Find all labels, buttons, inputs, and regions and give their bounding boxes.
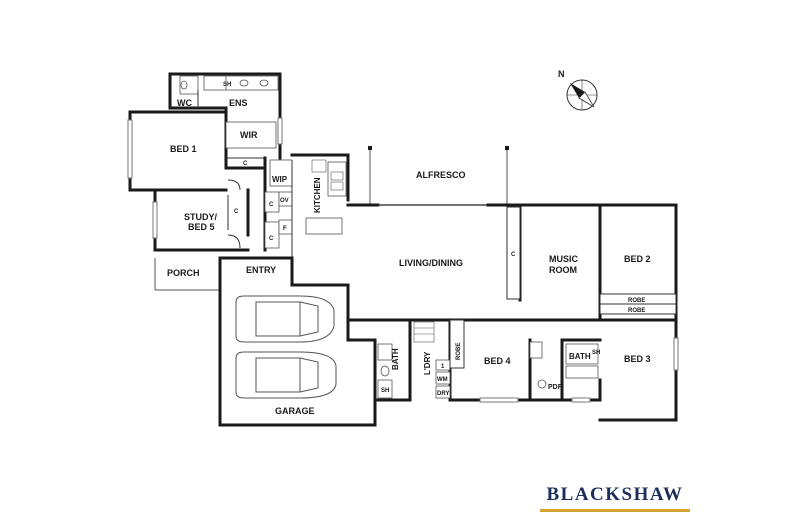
oven-label: OV xyxy=(280,198,289,204)
brand-logo: BLACKSHAW xyxy=(546,484,684,505)
fridge-label: F xyxy=(283,226,287,232)
kitchen-label: KITCHEN xyxy=(313,177,322,213)
brand-underline xyxy=(540,509,690,512)
laundry-tub-label: 1 xyxy=(441,364,445,370)
living-cupboard-label: C xyxy=(511,252,516,258)
study-label-1: STUDY/ xyxy=(184,212,218,222)
wip-label: WIP xyxy=(272,175,288,184)
music-label-1: MUSIC xyxy=(549,254,579,264)
alfresco-label: ALFRESCO xyxy=(416,170,466,180)
bed3-robe-label: ROBE xyxy=(628,308,645,314)
bed4-robe-label: ROBE xyxy=(456,343,462,360)
ens-shower-label: SH xyxy=(223,82,231,88)
ensuite-wc-block: WC ENS SH xyxy=(168,72,282,110)
dryer-label: DRY xyxy=(437,391,449,397)
garage-label: GARAGE xyxy=(275,406,315,416)
study-label-2: BED 5 xyxy=(188,222,215,232)
study-zone: STUDY/ BED 5 C xyxy=(152,188,250,252)
garage-zone: GARAGE xyxy=(218,283,377,427)
kitchen-zone: WIP C C OV F KITCHEN xyxy=(263,153,350,258)
ens-label: ENS xyxy=(229,98,248,108)
alfresco-zone: ALFRESCO xyxy=(368,146,509,205)
hall-cupboard-2-label: C xyxy=(269,236,274,242)
bed4-label: BED 4 xyxy=(484,356,511,366)
bed2-label: BED 2 xyxy=(624,254,651,264)
pdr-label: PDR xyxy=(548,384,563,391)
porch-label: PORCH xyxy=(167,268,200,278)
study-cupboard-label: C xyxy=(234,209,239,215)
north-arrow-icon: N xyxy=(558,69,598,111)
bed2-robe-label: ROBE xyxy=(628,298,645,304)
wc-label: WC xyxy=(177,98,192,108)
washing-machine-label: WM xyxy=(437,377,448,383)
bath-laundry-zone: SH BATH 1 WM DRY L'DRY ROBE BED 4 xyxy=(373,318,602,403)
main-walls: ROBE ROBE C PORCH ENTRY LIVING/DINING MU… xyxy=(154,203,679,422)
laundry-label: L'DRY xyxy=(423,351,432,375)
entry-label: ENTRY xyxy=(246,265,276,275)
bath-left-shower-label: SH xyxy=(381,388,389,394)
bed3-label: BED 3 xyxy=(624,354,651,364)
bed1-cupboard-label: C xyxy=(243,161,248,167)
bath-right-shower-label: SH xyxy=(592,350,600,356)
wir-label: WIR xyxy=(240,130,258,140)
hall-cupboard-1-label: C xyxy=(269,202,274,208)
bath-right-label: BATH xyxy=(569,352,591,361)
living-label: LIVING/DINING xyxy=(399,258,463,268)
bed1-zone: BED 1 WIR C xyxy=(127,106,283,192)
music-label-2: ROOM xyxy=(549,265,577,275)
bed1-label: BED 1 xyxy=(170,144,197,154)
bath-pdr-zone: BATH SH PDR xyxy=(528,338,602,403)
north-label: N xyxy=(558,69,565,79)
bath-left-label: BATH xyxy=(391,348,400,370)
